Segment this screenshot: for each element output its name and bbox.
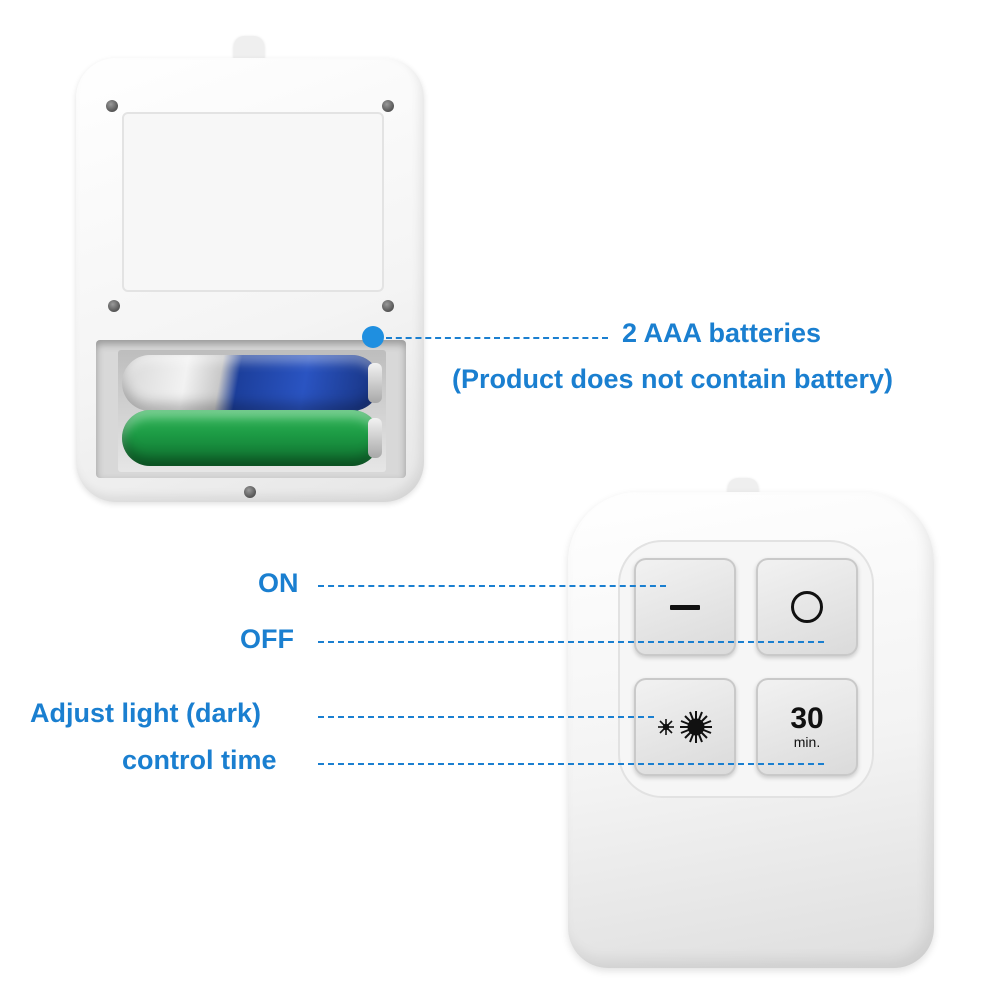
off-label: OFF (240, 624, 294, 654)
callout-dot (362, 326, 384, 348)
off-button[interactable] (756, 558, 858, 656)
battery-blue (122, 355, 380, 411)
screw-icon (382, 300, 394, 312)
sun-icon (658, 711, 712, 743)
screw-icon (244, 486, 256, 498)
callout-line-time (318, 763, 824, 765)
circle-icon (791, 591, 823, 623)
battery-terminal (368, 418, 382, 458)
batteries-label: 2 AAA batteries (622, 318, 822, 348)
callout-line-on (318, 585, 666, 587)
on-button[interactable] (634, 558, 736, 656)
no-battery-note: (Product does not contain battery) (452, 364, 894, 394)
screw-icon (382, 100, 394, 112)
brightness-button[interactable] (634, 678, 736, 776)
adjust-light-label: Adjust light (dark) (30, 698, 261, 728)
timer-button[interactable]: 30 min. (756, 678, 858, 776)
callout-line-batteries (386, 337, 608, 339)
screw-icon (106, 100, 118, 112)
battery-green (122, 410, 380, 466)
callout-line-off (318, 641, 824, 643)
timer-value: 30 (790, 702, 824, 735)
callout-line-adjust (318, 716, 654, 718)
battery-terminal (368, 363, 382, 403)
control-time-label: control time (122, 745, 277, 775)
on-label: ON (258, 568, 299, 598)
battery-cover-panel (122, 112, 384, 292)
dash-icon (670, 604, 700, 610)
screw-icon (108, 300, 120, 312)
timer-unit: min. (793, 734, 821, 750)
